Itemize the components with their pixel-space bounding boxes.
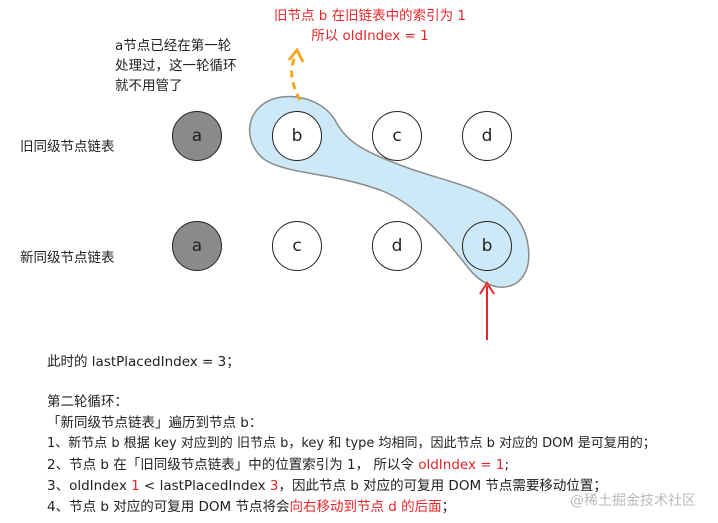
- new-node-a: a: [172, 221, 222, 271]
- red-arrow-head: [479, 281, 495, 295]
- dashed-arrow-head: [287, 47, 305, 63]
- text-span: 3、oldIndex: [47, 478, 132, 494]
- text-span: ；: [441, 499, 456, 515]
- new-row-label: 新同级节点链表: [20, 250, 115, 266]
- text-line: 第二轮循环：: [47, 394, 128, 410]
- annotation-line: 旧节点 b 在旧链表中的索引为 1: [273, 8, 467, 24]
- text-span: 2、节点 b 在「旧同级节点链表」中的位置索引为 1， 所以令: [47, 457, 419, 473]
- old-node-c: c: [372, 111, 422, 161]
- note-line: 处理过，这一轮循环: [115, 58, 237, 74]
- text-highlight: 3: [269, 478, 279, 494]
- old-node-b: b: [272, 111, 322, 161]
- text-span: 4、节点 b 对应的可复用 DOM 节点将会: [47, 499, 290, 515]
- annotation-line: 所以 oldIndex = 1: [311, 28, 429, 44]
- text-highlight: oldIndex = 1: [418, 457, 505, 473]
- text-highlight: 向右移动到节点 d 的后面: [289, 499, 442, 515]
- text-line: 「新同级节点链表」遍历到节点 b：: [47, 415, 263, 431]
- text-line: 此时的 lastPlacedIndex = 3；: [47, 354, 240, 370]
- annotation-top: 旧节点 b 在旧链表中的索引为 1 所以 oldIndex = 1: [270, 6, 470, 46]
- note-a: a节点已经在第一轮 处理过，这一轮循环 就不用管了: [115, 36, 237, 96]
- text-span: < lastPlacedIndex: [139, 478, 270, 494]
- text-line: 2、节点 b 在「旧同级节点链表」中的位置索引为 1， 所以令 oldIndex…: [47, 453, 509, 473]
- new-node-c: c: [272, 221, 322, 271]
- text-span: ;: [504, 457, 509, 473]
- old-node-d: d: [462, 111, 512, 161]
- text-line: 1、新节点 b 根据 key 对应到的 旧节点 b，key 和 type 均相同…: [47, 436, 656, 451]
- text-line: 4、节点 b 对应的可复用 DOM 节点将会向右移动到节点 d 的后面；: [47, 495, 455, 515]
- text-span: ，因此节点 b 对应的可复用 DOM 节点需要移动位置；: [278, 478, 607, 494]
- text-line: 3、oldIndex 1 < lastPlacedIndex 3，因此节点 b …: [47, 474, 607, 494]
- text-highlight: 1: [131, 478, 140, 494]
- old-row-label: 旧同级节点链表: [20, 139, 115, 155]
- old-node-a: a: [172, 111, 222, 161]
- watermark: @稀土掘金技术社区: [570, 493, 696, 509]
- note-line: a节点已经在第一轮: [115, 38, 232, 54]
- new-node-d: d: [372, 221, 422, 271]
- new-node-b: b: [462, 221, 512, 271]
- dashed-arrow: [290, 54, 302, 101]
- note-line: 就不用管了: [115, 78, 183, 94]
